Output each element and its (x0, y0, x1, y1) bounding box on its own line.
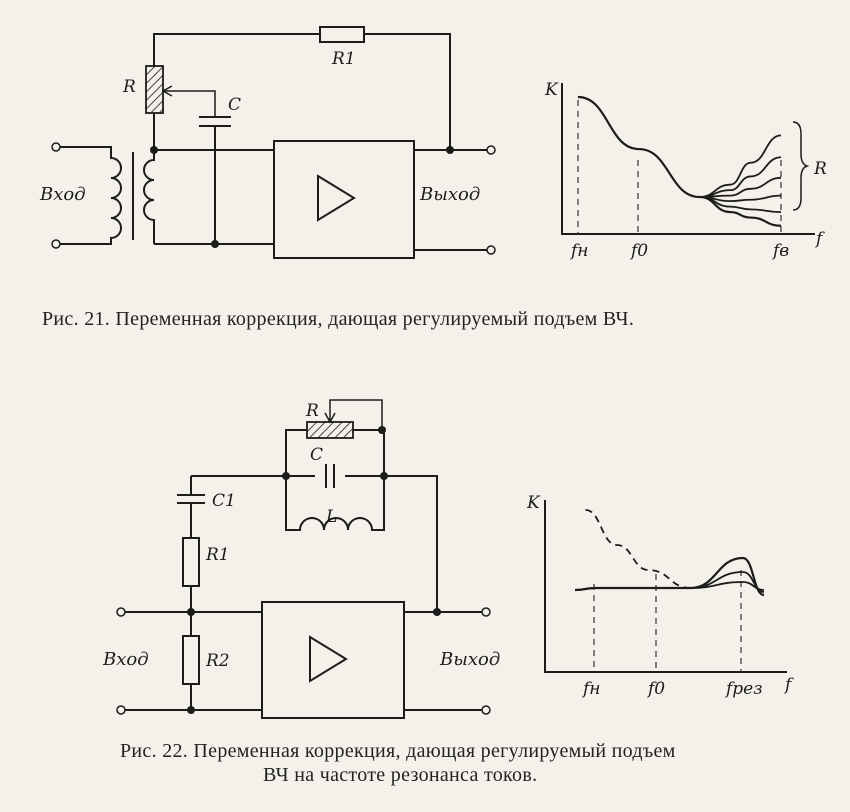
chart21-tick-f0: f0 (629, 241, 648, 261)
figure22-caption-line1: Рис. 22. Переменная коррекция, дающая ре… (120, 740, 676, 762)
output22-terminal-top (481, 607, 491, 617)
label-r2: R2 (205, 651, 230, 671)
chart22-series-line-3 (585, 509, 691, 589)
figure22-circuit: C R L C1 R1 R2 Вход (102, 399, 500, 719)
wiper-r22-arrow-icon (324, 412, 336, 424)
node-pot-secondary (150, 146, 158, 154)
inductor-l-icon (285, 476, 385, 531)
chart22-series-line-0 (574, 556, 765, 597)
output-terminal-bottom (486, 245, 496, 255)
transformer-primary-icon (60, 146, 122, 245)
chart22-tick-fn: fн (581, 679, 601, 699)
chart22-ylabel: K (526, 493, 541, 513)
input-terminal-bottom (51, 239, 61, 249)
node-r22-wiper (378, 426, 386, 434)
label-r22: R (305, 401, 319, 421)
chart22-tick-f0: f0 (646, 679, 665, 699)
chart21-annotation-r: R (813, 159, 827, 179)
label-r1: R1 (331, 49, 356, 69)
figure21-caption: Рис. 21. Переменная коррекция, дающая ре… (42, 308, 635, 330)
node-r1-r2 (187, 608, 195, 616)
resistor-r1-icon (319, 26, 365, 43)
chart22-series-line-2 (574, 581, 765, 591)
amplifier-triangle-icon (317, 174, 356, 222)
chart21-series-line-4 (699, 156, 782, 198)
figure21-chart: K f fн f0 fв R (544, 80, 827, 261)
chart21-brace-icon (792, 121, 810, 211)
input-terminal-top (51, 142, 61, 152)
node-r2-ground (187, 706, 195, 714)
output-terminal-top (486, 145, 496, 155)
chart21-series-line-1 (699, 196, 782, 213)
potentiometer-r-icon (145, 65, 164, 114)
figure22-caption-line2: ВЧ на частоте резонанса токов. (263, 764, 538, 786)
chart21-series-group (577, 95, 782, 227)
wiper-wire (163, 90, 216, 117)
feedback-wire-left (153, 33, 320, 67)
node-output-feedback (446, 146, 454, 154)
node-capacitor-ground (211, 240, 219, 248)
chart21-tick-fn: fн (569, 241, 589, 261)
label-r1-22: R1 (205, 545, 230, 565)
input22-terminal-bottom (116, 705, 126, 715)
label-input22: Вход (102, 649, 149, 670)
wiper-arrow-icon (161, 85, 173, 97)
chart21-series-line-0 (577, 95, 782, 227)
wire-network-to-output (384, 475, 438, 612)
chart22-axes (544, 500, 787, 673)
label-c22: C (310, 445, 323, 465)
chart21-series-line-5 (699, 134, 782, 198)
chart21-axes (561, 83, 815, 235)
node-output22 (433, 608, 441, 616)
label-c1: C1 (212, 491, 236, 511)
label-output22: Выход (439, 649, 500, 670)
chart22-series-group (574, 509, 765, 597)
figure21-circuit: R1 R C Вход (39, 26, 496, 259)
chart21-tick-fv: fв (771, 241, 789, 261)
wire-r-right (353, 429, 385, 476)
node-network-left (282, 472, 290, 480)
chart21-ylabel: K (544, 80, 559, 100)
resistor-r2-icon (182, 635, 200, 685)
chart21-series-line-2 (699, 194, 782, 203)
amplifier22-triangle-icon (309, 635, 348, 683)
figure22-chart: K f fн f0 fрез (526, 493, 794, 699)
label-r: R (122, 77, 136, 97)
wire-r-left (285, 429, 307, 476)
output22-terminal-bottom (481, 705, 491, 715)
resistor-r1-22-icon (182, 537, 200, 587)
label-input: Вход (39, 184, 86, 205)
transformer-secondary-icon (143, 150, 155, 244)
label-output: Выход (419, 184, 480, 205)
label-c: C (228, 95, 241, 115)
chart22-tick-fres: fрез (724, 679, 763, 699)
amplifier22-block (261, 601, 405, 719)
potentiometer-r22-icon (306, 421, 354, 439)
chart21-series-line-3 (699, 176, 782, 198)
chart21-xlabel: f (814, 229, 825, 249)
amplifier-block (273, 140, 415, 259)
input22-terminal-top (116, 607, 126, 617)
label-l: L (325, 507, 337, 527)
wiper-r22-wire (329, 399, 383, 430)
feedback-wire-right (364, 33, 451, 150)
chart22-xlabel: f (783, 675, 794, 695)
